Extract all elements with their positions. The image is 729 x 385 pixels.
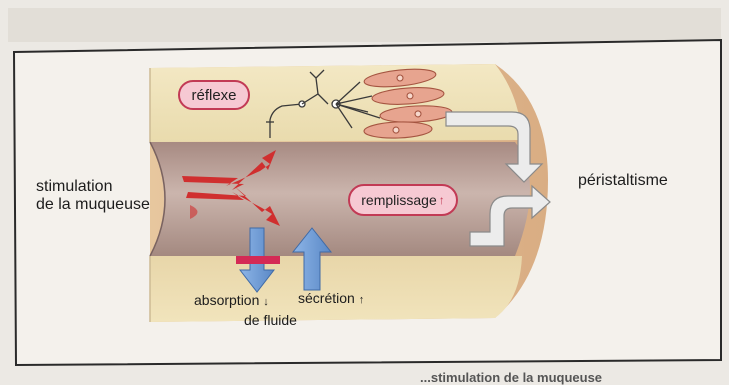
- top-bleed-band: [8, 8, 721, 42]
- stimulation-label-line2: de la muqueuse: [36, 196, 150, 214]
- filling-label: remplissage: [361, 192, 436, 208]
- small-arrow-down-icon: ↓: [263, 296, 269, 308]
- absorption-label: absorption ↓: [194, 292, 269, 308]
- block-bar: [236, 256, 280, 264]
- small-arrow-up-icon: ↑: [439, 193, 445, 207]
- stimulation-label-line1: stimulation: [36, 178, 150, 196]
- wall-lower: [150, 256, 522, 322]
- secretion-text: sécrétion: [298, 290, 355, 306]
- secretion-label: sécrétion ↑: [298, 290, 364, 306]
- stimulation-label: stimulation de la muqueuse: [36, 178, 150, 214]
- absorption-text: absorption: [194, 292, 259, 308]
- fluid-label: de fluide: [244, 312, 297, 328]
- filling-badge: remplissage ↑: [348, 184, 458, 216]
- reflex-badge: réflexe: [178, 80, 250, 110]
- peristalsis-label: péristaltisme: [578, 172, 668, 190]
- small-arrow-up-icon: ↑: [359, 294, 365, 306]
- reflex-label: réflexe: [191, 87, 236, 104]
- caption-partial: ...stimulation de la muqueuse: [420, 370, 602, 385]
